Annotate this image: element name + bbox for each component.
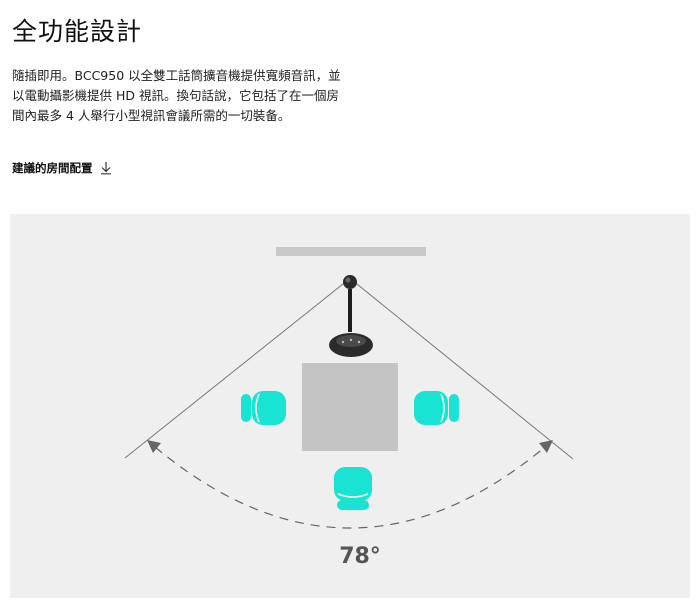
fov-arc xyxy=(154,446,546,529)
fov-arrow-right xyxy=(539,440,553,453)
room-setup-illustration xyxy=(124,247,574,529)
display-screen xyxy=(276,247,426,256)
chair-right xyxy=(414,391,459,425)
chair-left xyxy=(241,391,286,425)
fov-line-left xyxy=(124,279,349,459)
download-arrow-icon xyxy=(99,161,113,175)
feature-description: 隨插即用。BCC950 以全雙工話筒擴音機提供寬頻音訊，並以電動攝影機提供 HD… xyxy=(12,68,341,123)
recommended-room-setup-link[interactable]: 建議的房間配置 xyxy=(12,160,113,176)
page-title: 全功能設計 xyxy=(12,17,143,46)
meeting-table xyxy=(302,363,398,451)
camera xyxy=(343,275,357,289)
chair-bottom xyxy=(334,467,372,510)
fov-angle-label: 78° xyxy=(339,544,381,569)
fov-arrow-left xyxy=(147,440,161,453)
room-link-label: 建議的房間配置 xyxy=(12,161,93,175)
room-setup-diagram: 78° xyxy=(10,214,690,598)
fov-line-right xyxy=(351,279,574,460)
